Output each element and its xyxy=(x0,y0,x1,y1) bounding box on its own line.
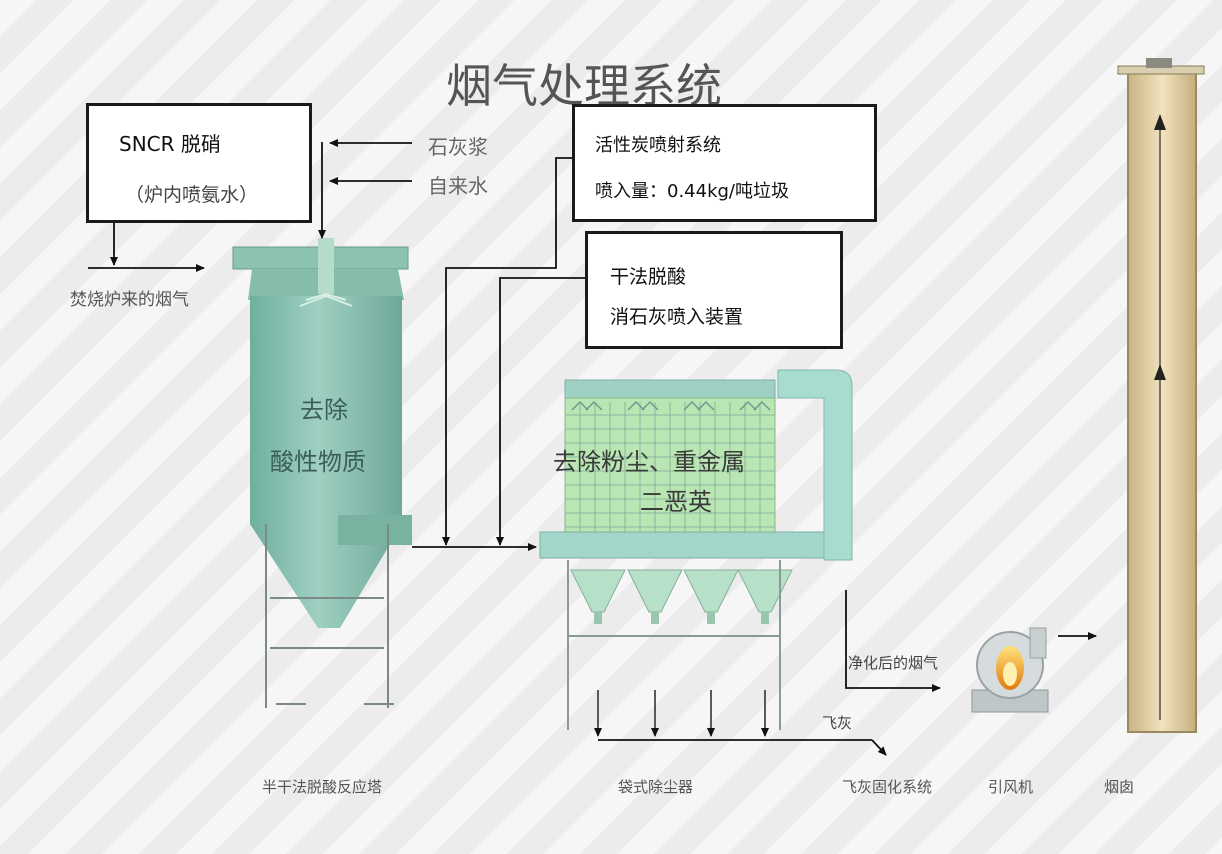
filter-label: 袋式除尘器 xyxy=(618,778,694,796)
fly-ash-system-label: 飞灰固化系统 xyxy=(842,778,933,796)
fly-ash-label: 飞灰 xyxy=(822,714,853,732)
hopper-valve xyxy=(594,612,602,624)
bag-filter xyxy=(539,369,853,737)
hopper-valve xyxy=(761,612,769,624)
fan-label: 引风机 xyxy=(988,778,1034,796)
reactor-spray xyxy=(299,292,353,307)
hopper-valve xyxy=(651,612,659,624)
dry-deacid-subtitle: 消石灰喷入装置 xyxy=(610,306,744,328)
filter-hopper xyxy=(737,569,793,613)
filter-inlet-manifold xyxy=(539,531,849,559)
filter-hopper xyxy=(570,569,626,613)
purified-gas-label: 净化后的烟气 xyxy=(848,654,939,672)
activated-carbon-title: 活性炭喷射系统 xyxy=(595,135,721,156)
induced-draft-fan xyxy=(971,627,1049,713)
filter-hopper xyxy=(627,569,683,613)
activated-carbon-box: 活性炭喷射系统 喷入量：0.44kg/吨垃圾 xyxy=(572,104,877,222)
sncr-title: SNCR 脱硝 xyxy=(119,132,221,156)
filter-bag-top xyxy=(571,400,603,411)
tap-water-label: 自来水 xyxy=(428,174,488,198)
reactor-body xyxy=(250,296,402,524)
furnace-flue-gas-label: 焚烧炉来的烟气 xyxy=(70,290,189,310)
reactor-inlet-nozzle xyxy=(318,238,334,294)
chimney xyxy=(1117,58,1205,733)
sncr-subtitle: （炉内喷氨水） xyxy=(125,184,259,206)
filter-text-line2: 二恶英 xyxy=(640,488,712,516)
reactor-outlet-duct xyxy=(338,515,412,545)
reactor-label: 半干法脱酸反应塔 xyxy=(262,778,383,796)
lime-slurry-label: 石灰浆 xyxy=(428,135,488,159)
flow-lines xyxy=(88,139,1097,756)
chimney-label: 烟囱 xyxy=(1104,778,1135,796)
dry-deacid-title: 干法脱酸 xyxy=(610,266,687,288)
dry-deacid-box: 干法脱酸 消石灰喷入装置 xyxy=(585,231,843,349)
filter-bag-top xyxy=(627,400,659,411)
filter-bag-top xyxy=(739,400,771,411)
hopper-valve xyxy=(707,612,715,624)
filter-text-line1: 去除粉尘、重金属 xyxy=(553,448,745,476)
reactor-tower xyxy=(232,238,412,708)
reactor-cone xyxy=(250,524,402,628)
activated-carbon-amount: 喷入量：0.44kg/吨垃圾 xyxy=(595,181,789,202)
filter-return-duct xyxy=(777,369,853,561)
reactor-text-line1: 去除 xyxy=(300,396,348,424)
filter-hopper xyxy=(683,569,739,613)
sncr-box: SNCR 脱硝 （炉内喷氨水） xyxy=(86,103,312,223)
reactor-text-line2: 酸性物质 xyxy=(270,448,366,476)
filter-bag-top xyxy=(683,400,715,411)
